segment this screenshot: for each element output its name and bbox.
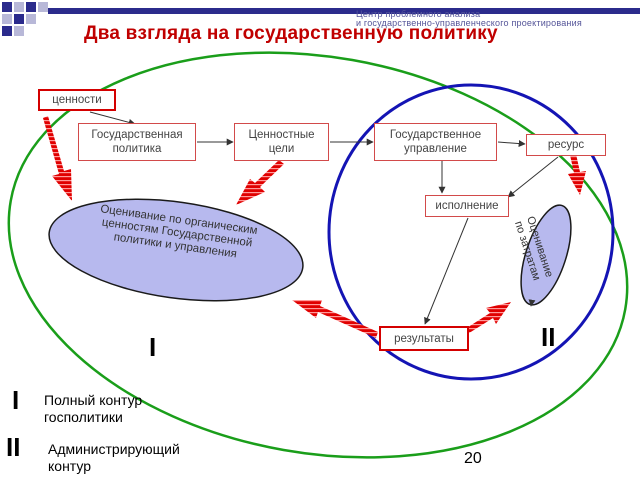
results-box: результаты [379, 326, 469, 351]
header-bar [48, 8, 640, 14]
red-arrow-results-to-cost [462, 302, 511, 335]
full-contour-ellipse [7, 51, 629, 459]
decor-square [14, 26, 24, 36]
resource-box: ресурс [526, 134, 606, 156]
center-name-line2: и государственно-управленческого проекти… [356, 18, 582, 28]
page-number: 20 [464, 450, 482, 467]
state-policy-box: Государственная политика [78, 123, 196, 161]
legend-marker-two: II [6, 432, 21, 462]
decor-square [2, 14, 12, 24]
slide-title: Два взгляда на государственную политику [84, 23, 498, 44]
red-arrow-results-to-oval [292, 300, 378, 338]
state-management-box: Государственное управление [374, 123, 497, 161]
organic-eval-oval [48, 198, 304, 302]
decor-square [26, 2, 36, 12]
contour-one-marker: I [149, 332, 157, 362]
legend-text-one: Полный контур госполитики [44, 392, 143, 425]
red-arrow-goals-to-oval [236, 160, 284, 205]
values-box: ценности [38, 89, 116, 111]
connector-management-to-resource [497, 140, 526, 148]
admin-contour-ellipse [327, 83, 615, 381]
connector-cost-marker [528, 299, 536, 307]
decor-square [14, 2, 24, 12]
execution-box: исполнение [425, 195, 509, 217]
legend-text-two: Администрирующий контур [48, 441, 180, 474]
connector-values-to-policy [89, 111, 136, 126]
decor-square [2, 26, 12, 36]
decor-square [2, 2, 12, 12]
decor-square [38, 2, 48, 12]
center-name: Центр проблемного анализа и государствен… [356, 10, 582, 28]
decor-square [14, 14, 24, 24]
red-arrow-values-to-oval [43, 116, 72, 201]
connector-resource-to-execution [507, 156, 559, 198]
center-name-line1: Центр проблемного анализа [356, 9, 481, 19]
red-arrow-resource-to-cost [568, 154, 586, 195]
decor-square [26, 14, 36, 24]
value-goals-box: Ценностные цели [234, 123, 329, 161]
connector-execution-to-results [424, 217, 469, 325]
legend-marker-one: I [12, 385, 20, 415]
contour-two-marker: II [541, 322, 556, 352]
